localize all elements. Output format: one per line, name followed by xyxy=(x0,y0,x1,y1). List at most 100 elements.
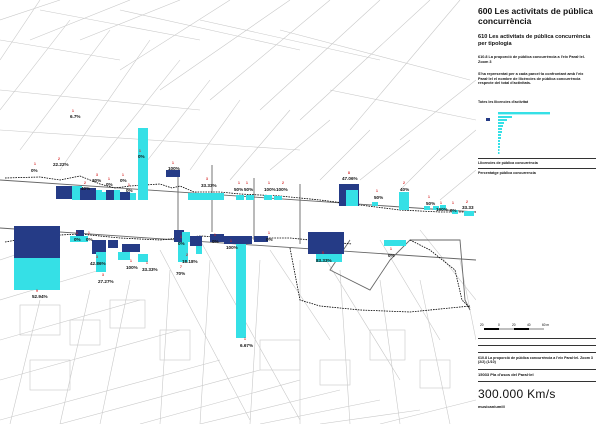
count-label: 1 xyxy=(146,261,148,265)
pct-label: 83.33% xyxy=(316,258,332,263)
divider xyxy=(478,345,596,346)
count-label: 9 xyxy=(36,289,38,293)
count-label: 1 xyxy=(268,181,270,185)
legend-panel: 600 Les activitats de pública concurrènc… xyxy=(476,0,600,424)
pct-label: 0% xyxy=(138,154,145,159)
count-label: 8 xyxy=(348,171,350,175)
zone-boundary-north xyxy=(4,175,476,213)
count-label: 3 xyxy=(206,177,208,181)
footer-map-title: 610.8 La proporció de pública concurrènc… xyxy=(478,356,593,365)
pct-label: 22.22% xyxy=(53,162,69,167)
firm-tag: musicaniumill xyxy=(478,404,505,409)
scale-label: 60 m xyxy=(542,323,549,327)
count-label: 1 xyxy=(122,173,124,177)
count-label: 2 xyxy=(84,181,86,185)
count-label: 1 xyxy=(180,235,182,239)
pct-label: 6.67% xyxy=(240,343,253,348)
pct-label: 0% xyxy=(266,237,273,242)
section-subtitle: 610 Les activitats de pública concurrènc… xyxy=(478,34,591,47)
count-label: 1 xyxy=(428,195,430,199)
pct-label: 50% xyxy=(244,187,253,192)
count-label: 7 xyxy=(180,265,182,269)
count-label: 1 xyxy=(214,233,216,237)
count-label: 1 xyxy=(72,109,74,113)
count-label: 1 xyxy=(76,231,78,235)
page-title: 600 Les activitats de pública concurrènc… xyxy=(478,6,593,26)
count-label: 2 xyxy=(58,157,60,161)
pct-label: 100% xyxy=(226,245,238,250)
pct-label: 47.06% xyxy=(342,176,358,181)
count-label: 2 xyxy=(466,200,468,204)
pct-label: 50% xyxy=(374,195,383,200)
pct-label: 33.33% xyxy=(142,267,158,272)
count-label: 1 xyxy=(108,177,110,181)
pct-label: 70% xyxy=(176,271,185,276)
scale-bar: 20 0 20 40 60 m xyxy=(480,323,549,330)
scale-label: 0 xyxy=(498,323,500,327)
pct-label: 6.7% xyxy=(70,114,80,119)
pct-label: 30% xyxy=(92,178,101,183)
pct-label: 0% xyxy=(212,239,219,244)
pct-label: 0% xyxy=(126,188,133,193)
count-label: 1 xyxy=(139,149,141,153)
count-label: 1 xyxy=(88,231,90,235)
map-description: S'ha representat per a cada parcel·la co… xyxy=(478,72,584,86)
scale-label: 40 xyxy=(527,323,531,327)
count-label: 1 xyxy=(172,161,174,165)
pct-label: 0% xyxy=(120,178,127,183)
pct-label: 40% xyxy=(400,187,409,192)
count-label: 1 xyxy=(238,181,240,185)
pct-label: 18.18% xyxy=(182,259,198,264)
count-label: 1 xyxy=(34,162,36,166)
map-area[interactable]: 1 0% 2 22.22% 1 6.7% 1 0% 1 100% 3 30% 1… xyxy=(0,0,477,425)
divider xyxy=(478,352,596,353)
pct-label: 42.86% xyxy=(90,261,106,266)
pct-label: 33.33% xyxy=(201,183,217,188)
pct-label: 50% xyxy=(426,201,435,206)
count-label: 3 xyxy=(102,273,104,277)
count-label: 3 xyxy=(96,255,98,259)
pct-label: 50% xyxy=(234,187,243,192)
pct-label: 0% xyxy=(86,237,93,242)
pct-label: 100% xyxy=(436,207,448,212)
count-label: 5 xyxy=(322,251,324,255)
count-label: 1 xyxy=(130,259,132,263)
pct-label: 0% xyxy=(450,208,457,213)
street-grid xyxy=(0,0,477,425)
pct-label: 100% xyxy=(264,187,276,192)
north-parcels xyxy=(56,128,474,216)
pct-label: 52.94% xyxy=(32,294,48,299)
count-label: 1 xyxy=(440,201,442,205)
pct-label: 100% xyxy=(276,187,288,192)
map-title: 610.8 La proporció de pública concurrènc… xyxy=(478,55,585,64)
count-label: 1 xyxy=(376,189,378,193)
count-label: 1 xyxy=(230,239,232,243)
count-label: 1 xyxy=(390,247,392,251)
scale-label: 20 xyxy=(480,323,484,327)
divider xyxy=(478,381,596,382)
pct-label: 100% xyxy=(126,265,138,270)
count-label: 1 xyxy=(452,201,454,205)
count-label: 1 xyxy=(246,181,248,185)
divider xyxy=(478,168,596,169)
scale-label: 20 xyxy=(512,323,516,327)
pct-label: 27.27% xyxy=(98,279,114,284)
count-label: 3 xyxy=(96,173,98,177)
firm-logo: 300.000 Km/s xyxy=(478,387,556,401)
pct-label: 0% xyxy=(388,253,395,258)
parcel-labels: 1 0% 2 22.22% 1 6.7% 1 0% 1 100% 3 30% 1… xyxy=(31,109,474,348)
pct-label: 0% xyxy=(178,241,185,246)
south-parcels xyxy=(14,226,406,338)
pct-label: 100% xyxy=(168,166,180,171)
count-label: 2 xyxy=(403,181,405,185)
count-label: 1 xyxy=(244,337,246,341)
count-label: 2 xyxy=(282,181,284,185)
pct-label: 0% xyxy=(74,237,81,242)
pct-label: 0% xyxy=(106,182,113,187)
pct-label: 33.33 xyxy=(462,205,474,210)
legend-total-title: Totes les llicencies d'activitat xyxy=(478,100,529,104)
divider xyxy=(478,338,596,339)
count-label: 1 xyxy=(268,231,270,235)
legend-percent-title: Percentatge pública concurrencia xyxy=(478,171,536,175)
zoom-map: 1 0% 2 22.22% 1 6.7% 1 0% 1 100% 3 30% 1… xyxy=(0,0,477,425)
